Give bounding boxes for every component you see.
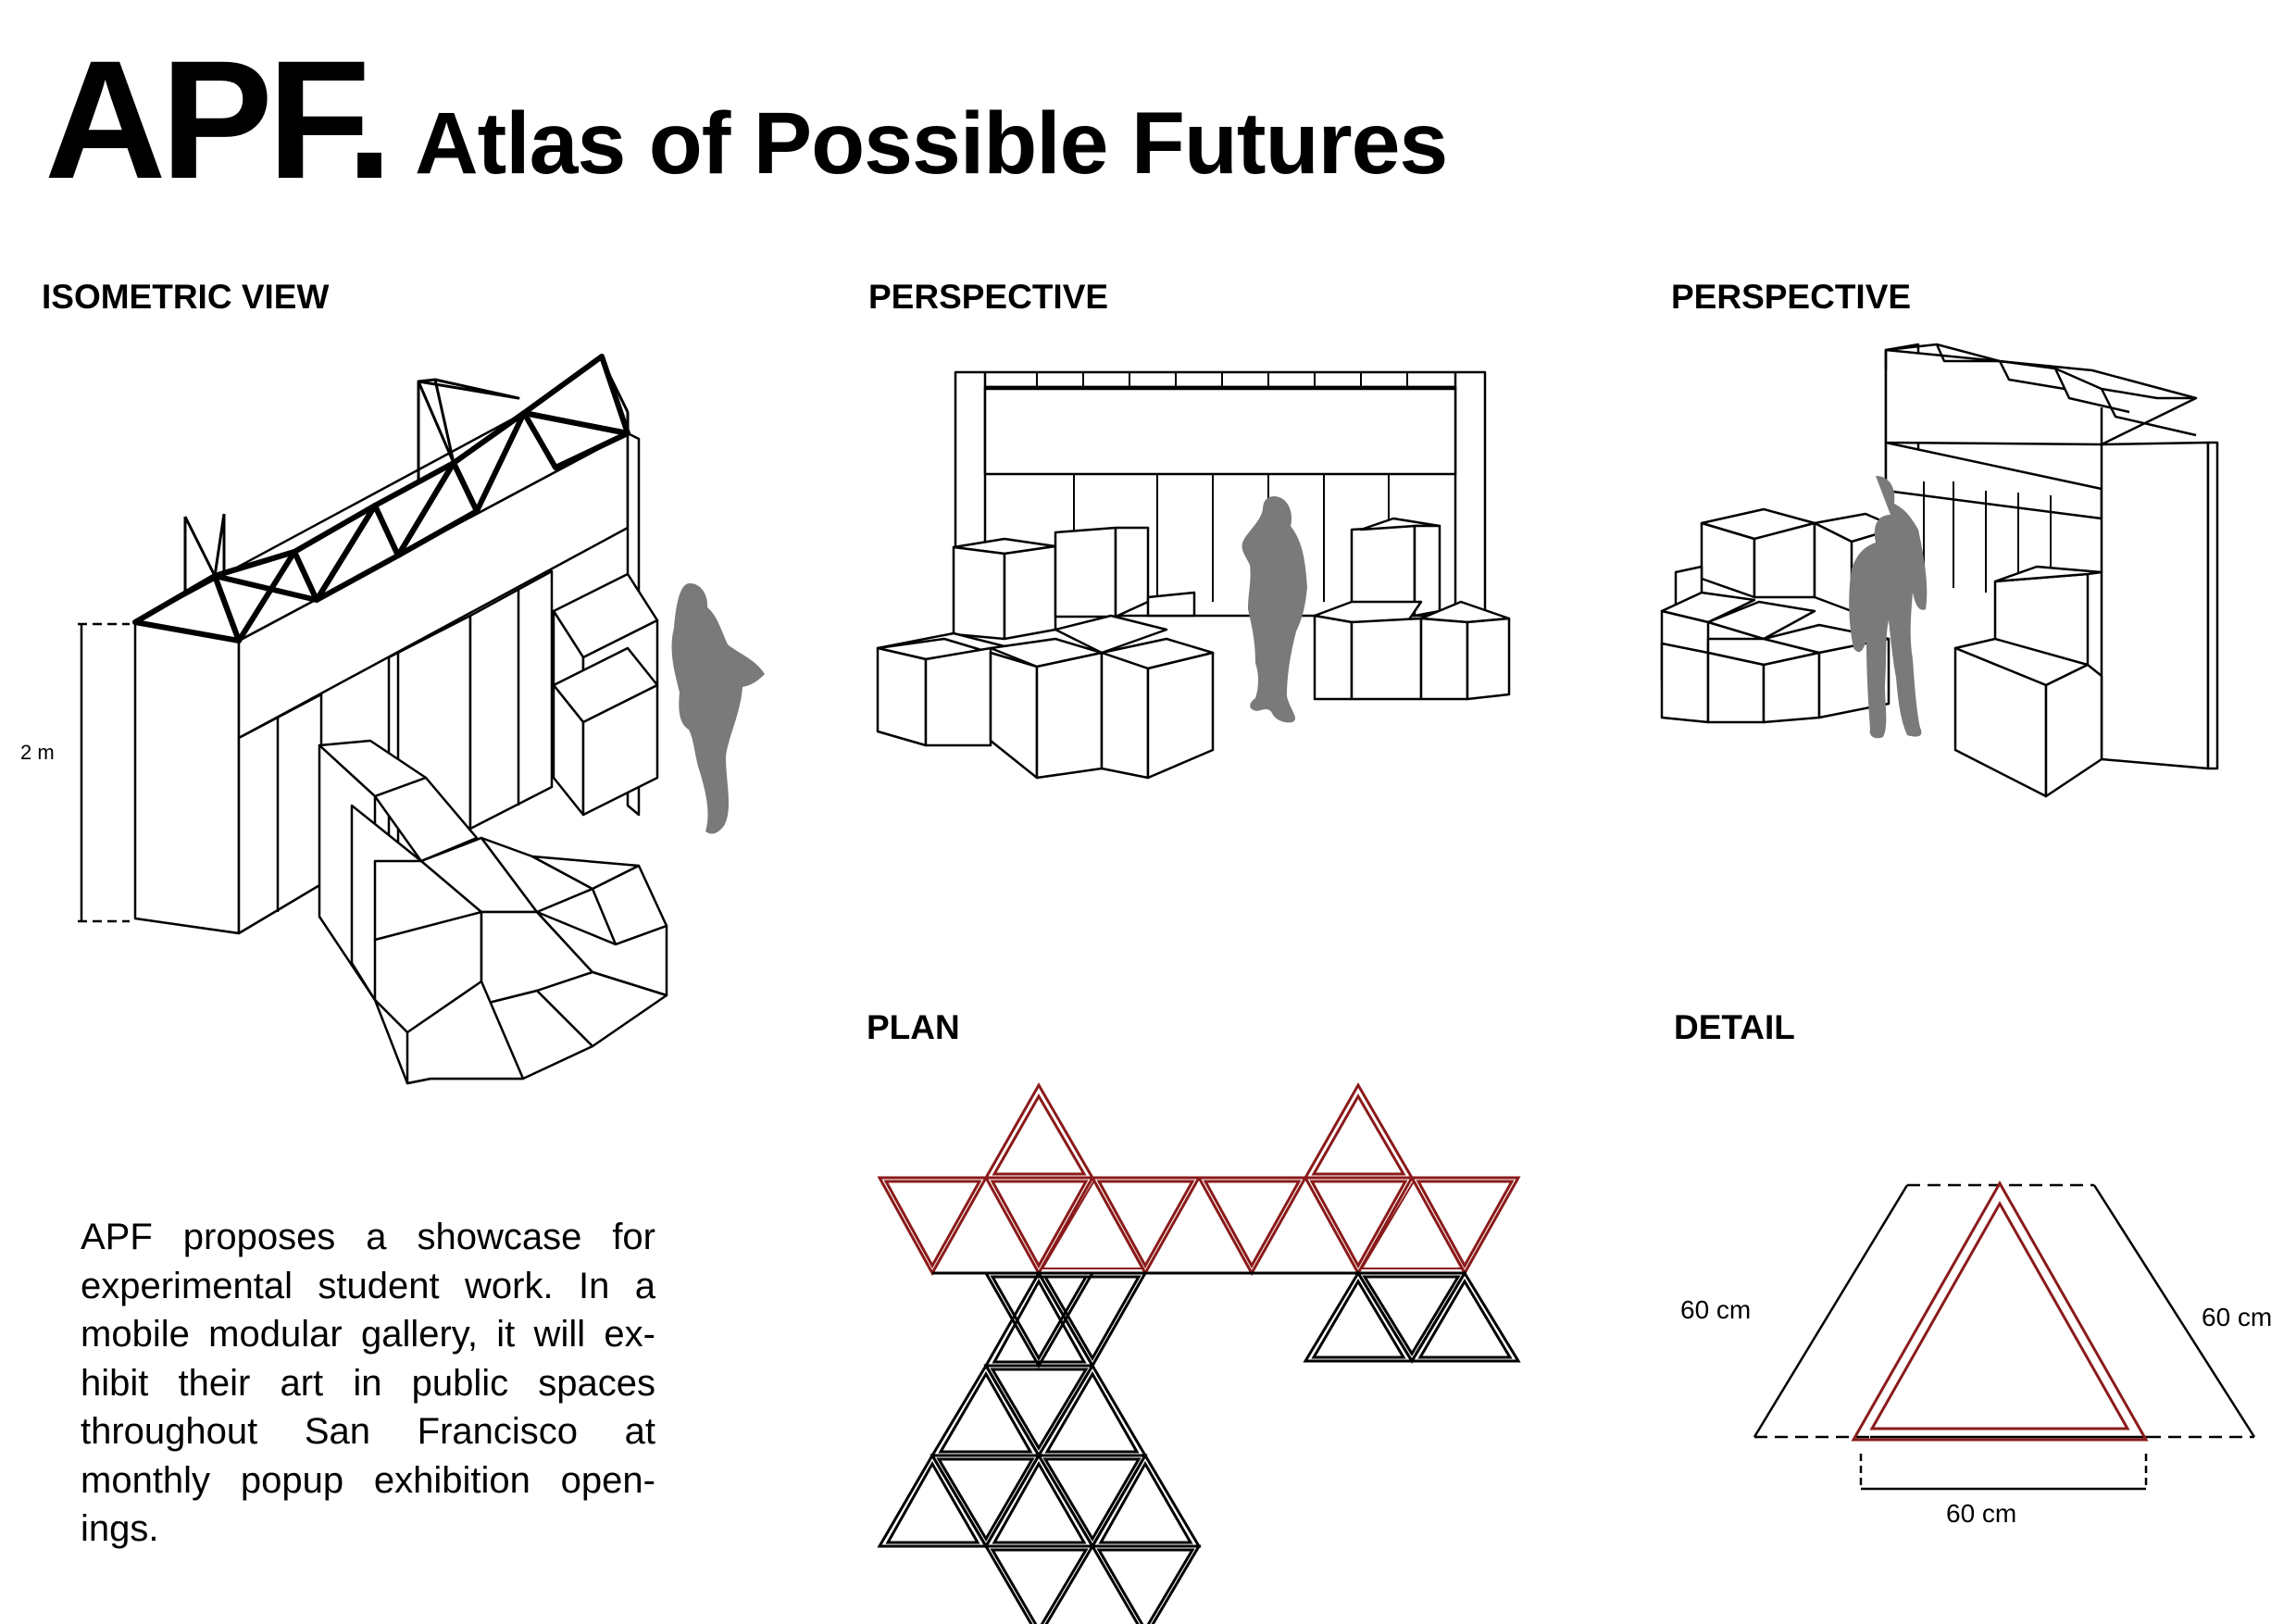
- person-silhouette-1: [671, 583, 765, 834]
- person-silhouette-2: [1242, 496, 1307, 723]
- label-detail: DETAIL: [1674, 1008, 1795, 1046]
- dimension-height-label: 2 m: [20, 741, 55, 764]
- detail-drawing: 60 cm 60 cm 60 cm: [1680, 1180, 2272, 1528]
- detail-red-triangle: [1851, 1180, 2149, 1442]
- title-acronym: APF.: [44, 25, 393, 214]
- title-subtitle: Atlas of Possible Futures: [415, 94, 1448, 193]
- plan-red-modules: [877, 1081, 1521, 1277]
- label-plan: PLAN: [867, 1008, 960, 1046]
- dimension-right-label: 60 cm: [2202, 1303, 2272, 1331]
- dimension-left-label: 60 cm: [1680, 1295, 1751, 1324]
- label-perspective-1: PERSPECTIVE: [868, 278, 1109, 316]
- dimension-bottom-label: 60 cm: [1946, 1499, 2016, 1528]
- person-silhouette-3: [1849, 476, 1928, 739]
- label-isometric-view: ISOMETRIC VIEW: [42, 278, 330, 316]
- perspective-1-drawing: [876, 370, 1511, 780]
- label-perspective-2: PERSPECTIVE: [1671, 278, 1912, 316]
- isometric-drawing: 2 m: [20, 354, 765, 1085]
- plan-drawing: [877, 1081, 1521, 1624]
- plan-black-modules: [877, 1269, 1521, 1624]
- perspective-2-drawing: [1660, 343, 2219, 798]
- project-description: APF proposes a showcase for experimental…: [81, 1217, 655, 1549]
